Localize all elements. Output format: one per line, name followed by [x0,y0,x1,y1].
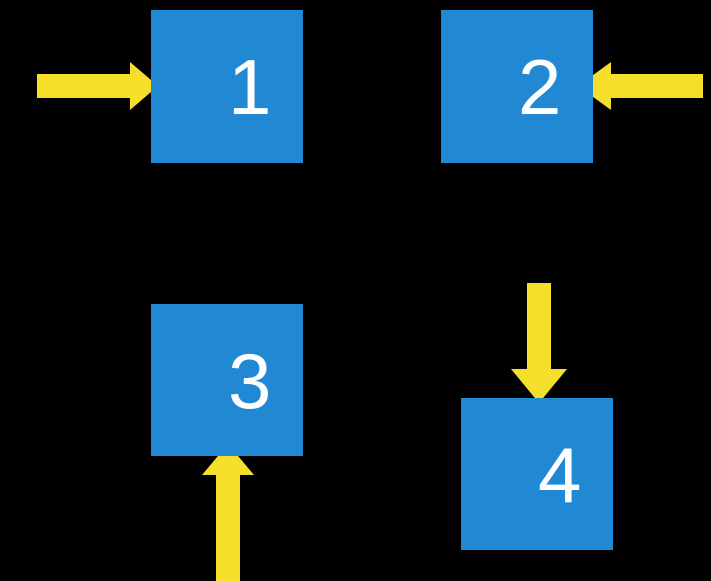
arrow-up-into-box-3 [202,444,254,581]
node-label-2: 2 [518,43,562,131]
node-label-3: 3 [228,337,272,425]
node-box-2[interactable] [441,10,593,163]
node-box-1[interactable] [151,10,303,163]
arrow-left-into-box-2 [578,62,703,110]
node-label-4: 4 [538,431,582,519]
arrow-down-into-box-4 [511,283,567,403]
arrow-right-into-box-1 [37,62,158,110]
node-label-1: 1 [228,43,272,131]
node-box-4[interactable] [461,398,613,550]
node-box-3[interactable] [151,304,303,456]
